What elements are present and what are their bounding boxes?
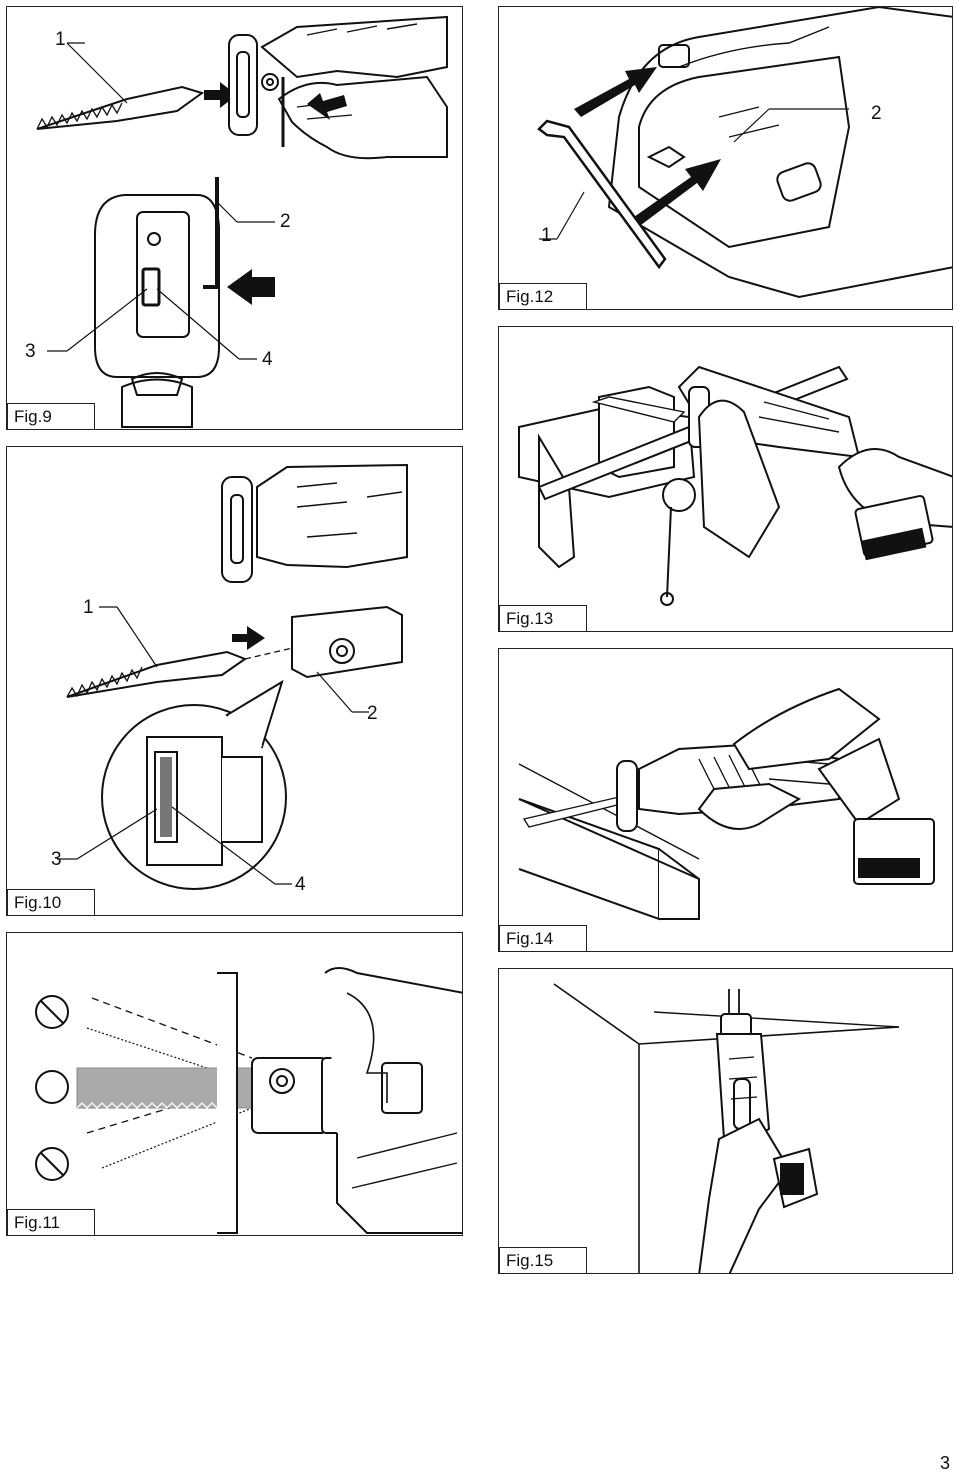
figure-14-panel: Fig.14 — [498, 648, 953, 952]
callout-3: 3 — [25, 341, 36, 362]
figure-label: Fig.12 — [499, 283, 587, 309]
figure-15-illustration — [499, 969, 953, 1273]
figure-label: Fig.13 — [499, 605, 587, 631]
callout-2: 2 — [367, 703, 378, 724]
figure-12-illustration — [499, 7, 952, 310]
callout-3: 3 — [51, 849, 62, 870]
ok-icon — [36, 1071, 68, 1103]
figure-label: Fig.11 — [7, 1209, 95, 1235]
figure-13-panel: Fig.13 — [498, 326, 953, 632]
page-number: 3 — [939, 1453, 950, 1473]
figure-9-panel: 1 2 3 4 Fig.9 — [6, 6, 463, 430]
figure-11-illustration — [7, 933, 462, 1236]
figure-label: Fig.9 — [7, 403, 95, 429]
figure-13-illustration — [499, 327, 952, 632]
figure-9-illustration — [7, 7, 463, 430]
callout-4: 4 — [295, 874, 306, 895]
figure-14-illustration — [499, 649, 953, 952]
figure-label: Fig.10 — [7, 889, 95, 915]
figure-label: Fig.15 — [499, 1247, 587, 1273]
callout-1: 1 — [55, 29, 66, 50]
prohibited-icon — [36, 1148, 68, 1180]
figure-10-illustration — [7, 447, 463, 916]
figure-10-panel: 1 2 3 4 Fig.10 — [6, 446, 463, 916]
callout-1: 1 — [541, 225, 552, 246]
callout-4: 4 — [262, 349, 273, 370]
callout-1: 1 — [83, 597, 94, 618]
figure-15-panel: Fig.15 — [498, 968, 953, 1274]
callout-2: 2 — [280, 211, 291, 232]
figure-11-panel: Fig.11 — [6, 932, 463, 1236]
prohibited-icon — [36, 996, 68, 1028]
figure-label: Fig.14 — [499, 925, 587, 951]
figure-12-panel: 1 2 Fig.12 — [498, 6, 953, 310]
callout-2: 2 — [871, 103, 882, 124]
